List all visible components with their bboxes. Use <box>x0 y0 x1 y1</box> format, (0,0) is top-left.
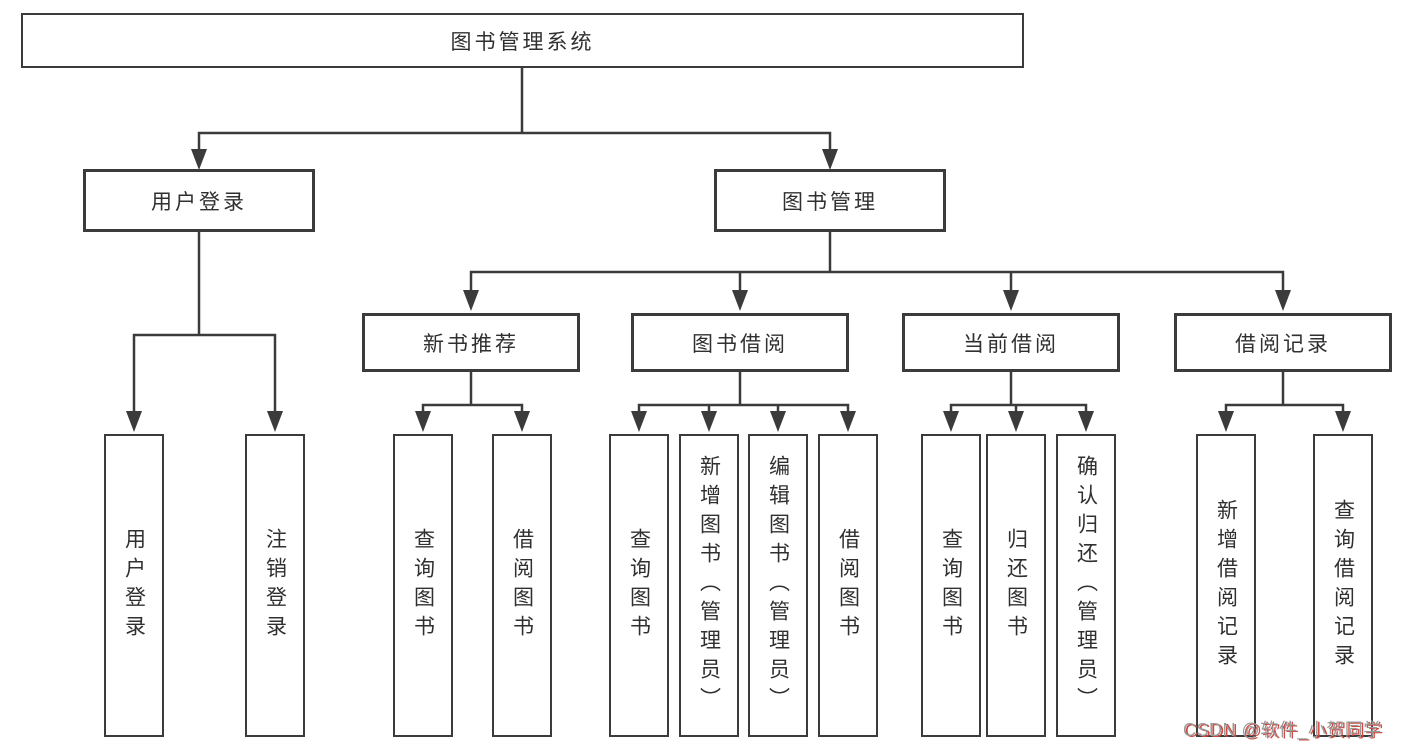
leaf-query-borrow-record: 查询借阅记录 <box>1313 434 1373 737</box>
leaf-edit-book-admin: 编辑图书（管理员） <box>748 434 808 737</box>
leaf-label: 查询图书 <box>627 527 651 644</box>
leaf-label: 确认归还（管理员） <box>1074 455 1098 716</box>
node-new-book-recommendation: 新书推荐 <box>362 313 580 372</box>
node-book-management: 图书管理 <box>714 169 946 232</box>
leaf-label: 用户登录 <box>122 527 146 644</box>
leaf-return-book: 归还图书 <box>986 434 1046 737</box>
leaf-query-books-current: 查询图书 <box>921 434 981 737</box>
node-label: 图书管理 <box>782 190 878 214</box>
arrowhead-markers <box>126 149 1351 432</box>
node-label: 用户登录 <box>151 190 247 214</box>
node-library-management-system: 图书管理系统 <box>21 13 1024 68</box>
leaf-label: 查询图书 <box>411 527 435 644</box>
node-label: 借阅记录 <box>1235 332 1331 356</box>
leaf-confirm-return-admin: 确认归还（管理员） <box>1056 434 1116 737</box>
leaf-borrow-books-recommend: 借阅图书 <box>492 434 552 737</box>
node-label: 当前借阅 <box>963 332 1059 356</box>
leaf-label: 注销登录 <box>263 527 287 644</box>
leaf-query-books-recommend: 查询图书 <box>393 434 453 737</box>
node-book-borrowing: 图书借阅 <box>631 313 849 372</box>
node-label: 新书推荐 <box>423 332 519 356</box>
node-label: 图书管理系统 <box>450 30 595 54</box>
leaf-label: 查询图书 <box>939 527 963 644</box>
leaf-add-book-admin: 新增图书（管理员） <box>679 434 739 737</box>
tree-edges <box>132 66 1345 415</box>
csdn-watermark: CSDN @软件_小贺同学 <box>1183 720 1382 740</box>
leaf-label: 编辑图书（管理员） <box>766 455 790 716</box>
leaf-label: 借阅图书 <box>836 527 860 644</box>
leaf-label: 查询借阅记录 <box>1331 498 1355 673</box>
leaf-label: 归还图书 <box>1004 527 1028 644</box>
leaf-user-login: 用户登录 <box>104 434 164 737</box>
leaf-add-borrow-record: 新增借阅记录 <box>1196 434 1256 737</box>
leaf-label: 新增图书（管理员） <box>697 455 721 716</box>
node-label: 图书借阅 <box>692 332 788 356</box>
node-current-borrowing: 当前借阅 <box>902 313 1120 372</box>
node-user-login: 用户登录 <box>83 169 315 232</box>
leaf-borrow-books-borrowing: 借阅图书 <box>818 434 878 737</box>
leaf-label: 新增借阅记录 <box>1214 498 1238 673</box>
leaf-label: 借阅图书 <box>510 527 534 644</box>
node-borrowing-records: 借阅记录 <box>1174 313 1392 372</box>
leaf-logout: 注销登录 <box>245 434 305 737</box>
leaf-query-books-borrowing: 查询图书 <box>609 434 669 737</box>
